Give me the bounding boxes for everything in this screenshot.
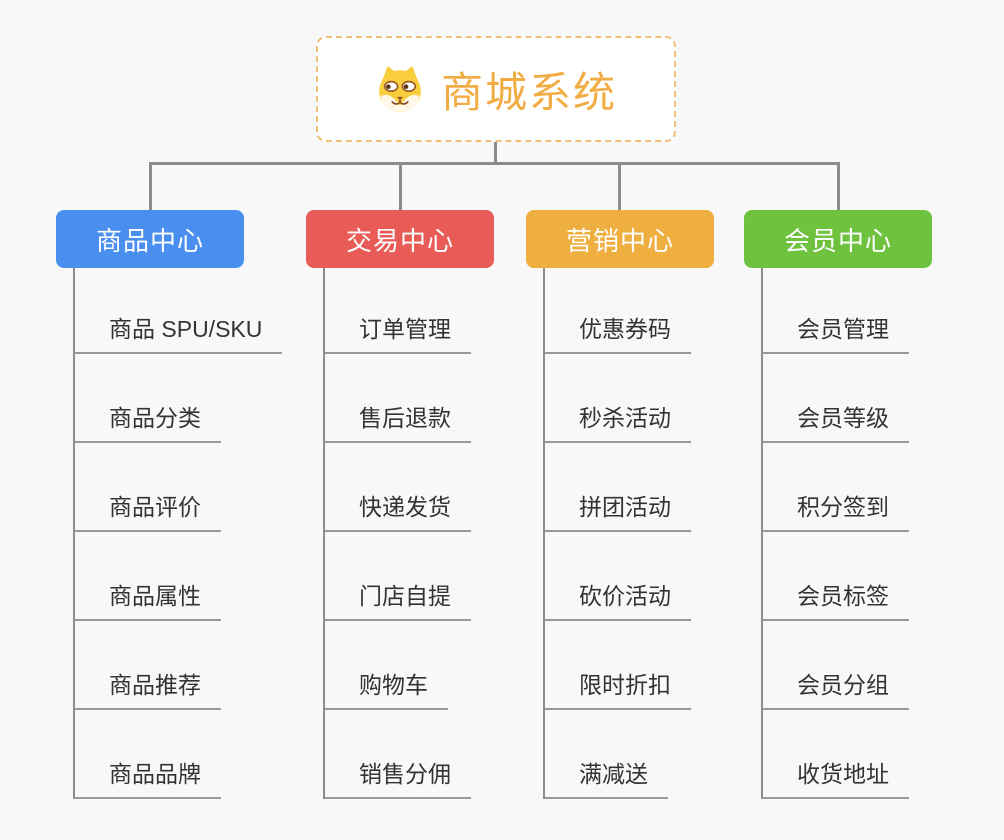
sub-item-shopping-cart[interactable]: 购物车 xyxy=(325,621,448,710)
sub-item-member-management[interactable]: 会员管理 xyxy=(763,268,909,354)
sub-item-product-recommend[interactable]: 商品推荐 xyxy=(75,621,221,710)
sub-item-full-reduction[interactable]: 满减送 xyxy=(545,710,668,799)
branch-node-member-center[interactable]: 会员中心 xyxy=(744,210,932,268)
sub-item-aftersale-refund[interactable]: 售后退款 xyxy=(325,354,471,443)
branch-node-product-center[interactable]: 商品中心 xyxy=(56,210,244,268)
connector-root-stem xyxy=(494,142,497,163)
sub-item-member-level[interactable]: 会员等级 xyxy=(763,354,909,443)
branch-node-marketing-center[interactable]: 营销中心 xyxy=(526,210,714,268)
connector-drop-trade xyxy=(399,162,402,210)
sub-item-store-pickup[interactable]: 门店自提 xyxy=(325,532,471,621)
root-node[interactable]: 商城系统 xyxy=(316,36,676,142)
sub-item-sales-commission[interactable]: 销售分佣 xyxy=(325,710,471,799)
branch-column-marketing: 优惠券码 秒杀活动 拼团活动 砍价活动 限时折扣 满减送 xyxy=(543,268,691,799)
sub-item-bargain-activity[interactable]: 砍价活动 xyxy=(545,532,691,621)
sub-item-member-tag[interactable]: 会员标签 xyxy=(763,532,909,621)
sub-item-coupon-code[interactable]: 优惠券码 xyxy=(545,268,691,354)
shiba-dog-icon xyxy=(379,66,421,112)
sub-item-express-delivery[interactable]: 快递发货 xyxy=(325,443,471,532)
sub-item-product-review[interactable]: 商品评价 xyxy=(75,443,221,532)
branch-node-trade-center[interactable]: 交易中心 xyxy=(306,210,494,268)
branch-column-member: 会员管理 会员等级 积分签到 会员标签 会员分组 收货地址 xyxy=(761,268,909,799)
root-title: 商城系统 xyxy=(440,68,617,116)
sub-item-points-checkin[interactable]: 积分签到 xyxy=(763,443,909,532)
connector-horizontal-bar xyxy=(149,162,840,165)
sub-item-shipping-address[interactable]: 收货地址 xyxy=(763,710,909,799)
sub-item-product-attribute[interactable]: 商品属性 xyxy=(75,532,221,621)
sub-item-product-category[interactable]: 商品分类 xyxy=(75,354,221,443)
branch-column-trade: 订单管理 售后退款 快递发货 门店自提 购物车 销售分佣 xyxy=(323,268,471,799)
sub-item-time-limited-discount[interactable]: 限时折扣 xyxy=(545,621,691,710)
sub-item-member-group[interactable]: 会员分组 xyxy=(763,621,909,710)
sub-item-product-spu-sku[interactable]: 商品 SPU/SKU xyxy=(75,268,283,354)
sub-item-product-brand[interactable]: 商品品牌 xyxy=(75,710,221,799)
branch-column-product: 商品 SPU/SKU 商品分类 商品评价 商品属性 商品推荐 商品品牌 xyxy=(73,268,283,799)
connector-drop-member xyxy=(837,162,840,210)
connector-drop-marketing xyxy=(618,162,621,210)
sub-item-order-management[interactable]: 订单管理 xyxy=(325,268,471,354)
connector-drop-product xyxy=(149,162,152,210)
sub-item-group-buy[interactable]: 拼团活动 xyxy=(545,443,691,532)
sub-item-flash-sale[interactable]: 秒杀活动 xyxy=(545,354,691,443)
